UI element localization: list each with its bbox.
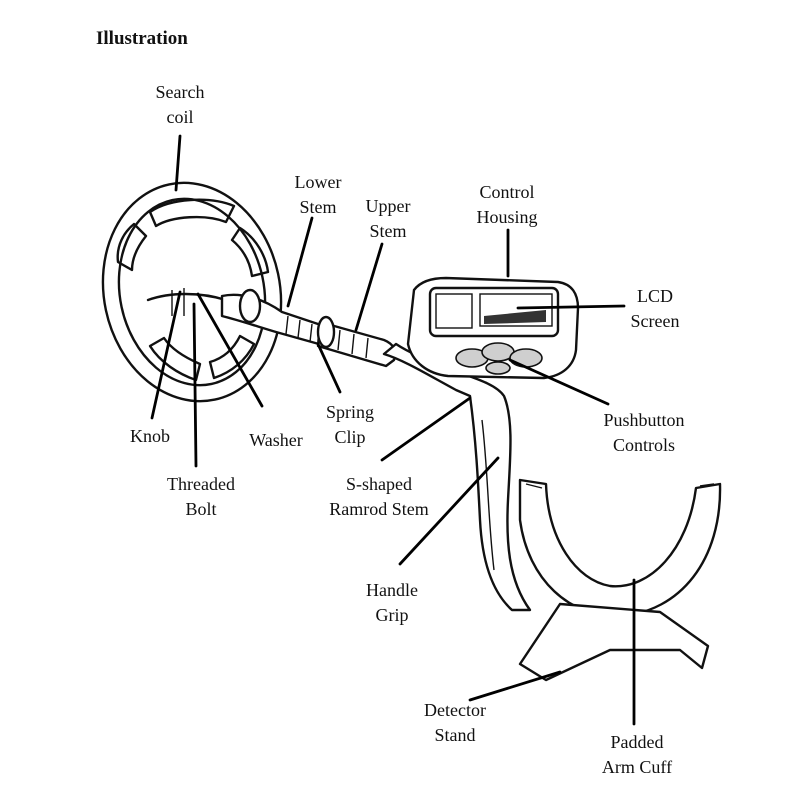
label-knob: Knob (130, 426, 170, 446)
control-housing-shape (406, 276, 580, 380)
diagram-title: Illustration (96, 28, 188, 49)
detector-stand-shape (518, 602, 710, 682)
search-coil-shape (101, 181, 283, 403)
label-washer: Washer (249, 430, 303, 450)
leader-lines (150, 134, 636, 726)
